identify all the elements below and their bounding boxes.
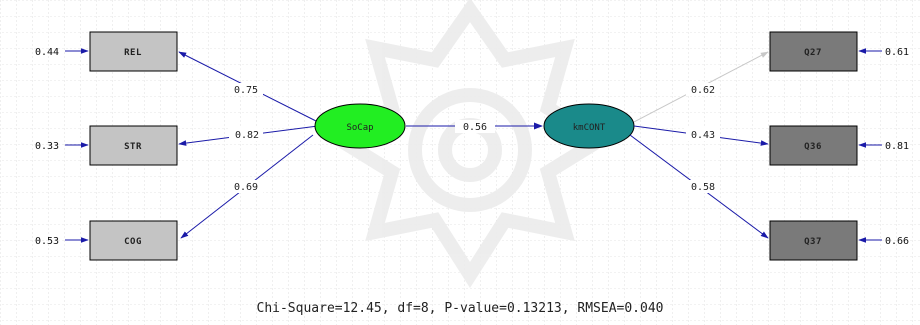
observed-box-str[interactable]: STR [89,125,178,166]
svg-text:0.69: 0.69 [234,182,258,193]
error-variance-cog: 0.53 [35,236,89,247]
latent-socap[interactable]: SoCap [314,103,406,149]
observed-box-rel[interactable]: REL [89,31,178,72]
svg-text:STR: STR [124,142,142,152]
svg-text:0.33: 0.33 [35,141,59,152]
svg-text:0.44: 0.44 [35,47,59,58]
observed-box-q37[interactable]: Q37 [769,220,858,261]
svg-text:0.43: 0.43 [691,130,715,141]
svg-text:0.58: 0.58 [691,182,715,193]
error-variance-q37: 0.66 [858,236,909,247]
error-variance-q27: 0.61 [858,47,909,58]
svg-text:Q37: Q37 [804,237,822,247]
svg-text:0.66: 0.66 [885,236,909,247]
fit-statistics: Chi-Square=12.45, df=8, P-value=0.13213,… [257,301,664,316]
error-variance-q36: 0.81 [858,141,909,152]
svg-text:0.56: 0.56 [463,122,487,133]
loading-path-str: 0.82 [178,125,319,146]
svg-text:Q36: Q36 [804,142,822,152]
svg-text:REL: REL [124,48,142,58]
svg-text:Q27: Q27 [804,48,822,58]
observed-box-q27[interactable]: Q27 [769,31,858,72]
loading-path-rel: 0.75 [178,51,319,123]
loading-path-q36: 0.43 [633,125,769,146]
observed-box-q36[interactable]: Q36 [769,125,858,166]
svg-text:SoCap: SoCap [346,123,373,133]
svg-text:0.62: 0.62 [691,85,715,96]
loading-path-q27: 0.62 [633,51,769,123]
svg-text:kmCONT: kmCONT [573,123,606,133]
loading-path-cog: 0.69 [180,134,314,239]
error-variance-str: 0.33 [35,141,89,152]
latent-kmcont[interactable]: kmCONT [543,103,635,149]
loading-path-q37: 0.58 [629,134,769,239]
svg-text:0.81: 0.81 [885,141,909,152]
svg-text:0.75: 0.75 [234,85,258,96]
observed-box-cog[interactable]: COG [89,220,178,261]
svg-text:0.61: 0.61 [885,47,909,58]
svg-text:0.82: 0.82 [235,130,259,141]
structural-path-socap-kmcont: 0.56 [406,120,543,133]
error-variance-rel: 0.44 [35,47,89,58]
svg-text:COG: COG [124,237,142,247]
svg-text:0.53: 0.53 [35,236,59,247]
